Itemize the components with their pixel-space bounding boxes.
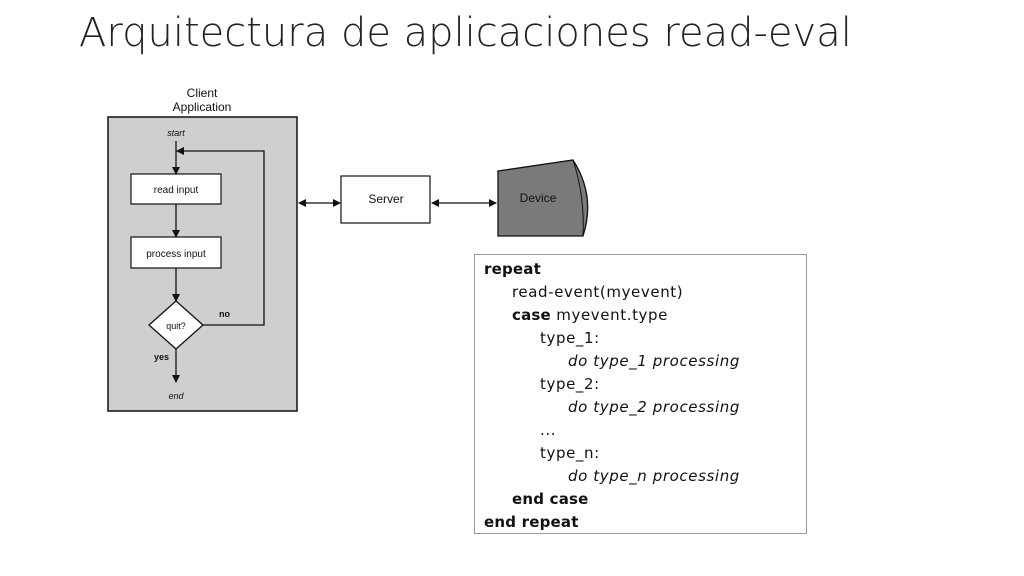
code-line-1: repeat bbox=[484, 260, 541, 278]
code-line-6: type_2: bbox=[540, 375, 600, 393]
yes-label: yes bbox=[154, 352, 169, 362]
code-line-11: end case bbox=[512, 490, 589, 508]
client-label-line2: Application bbox=[173, 100, 232, 114]
pseudocode-box: repeat read-event(myevent) case myevent.… bbox=[474, 254, 807, 534]
no-label: no bbox=[219, 309, 230, 319]
code-line-2: read-event(myevent) bbox=[512, 283, 684, 301]
code-line-10: do type_n processing bbox=[568, 467, 740, 485]
quit-label: quit? bbox=[166, 321, 186, 331]
code-line-5: do type_1 processing bbox=[568, 352, 740, 370]
case-expression: myevent.type bbox=[550, 306, 668, 324]
process-input-label: process input bbox=[146, 249, 206, 260]
code-line-8: ... bbox=[540, 421, 557, 439]
code-line-9: type_n: bbox=[540, 444, 600, 462]
start-label: start bbox=[167, 128, 185, 138]
server-box bbox=[340, 175, 431, 224]
read-input-box bbox=[130, 173, 222, 205]
code-line-3: case myevent.type bbox=[512, 306, 668, 324]
device-shape-edge bbox=[572, 159, 584, 237]
case-keyword: case bbox=[512, 306, 551, 324]
code-line-12: end repeat bbox=[484, 513, 579, 531]
end-label: end bbox=[168, 391, 184, 401]
client-label-line1: Client bbox=[187, 86, 218, 100]
code-line-4: type_1: bbox=[540, 329, 600, 347]
loop-back-line bbox=[176, 147, 265, 326]
slide-title: Arquitectura de aplicaciones read-eval bbox=[79, 10, 852, 56]
read-input-label: read input bbox=[154, 185, 199, 196]
code-line-7: do type_2 processing bbox=[568, 398, 740, 416]
device-label: Device bbox=[520, 191, 557, 205]
server-label: Server bbox=[368, 192, 403, 206]
